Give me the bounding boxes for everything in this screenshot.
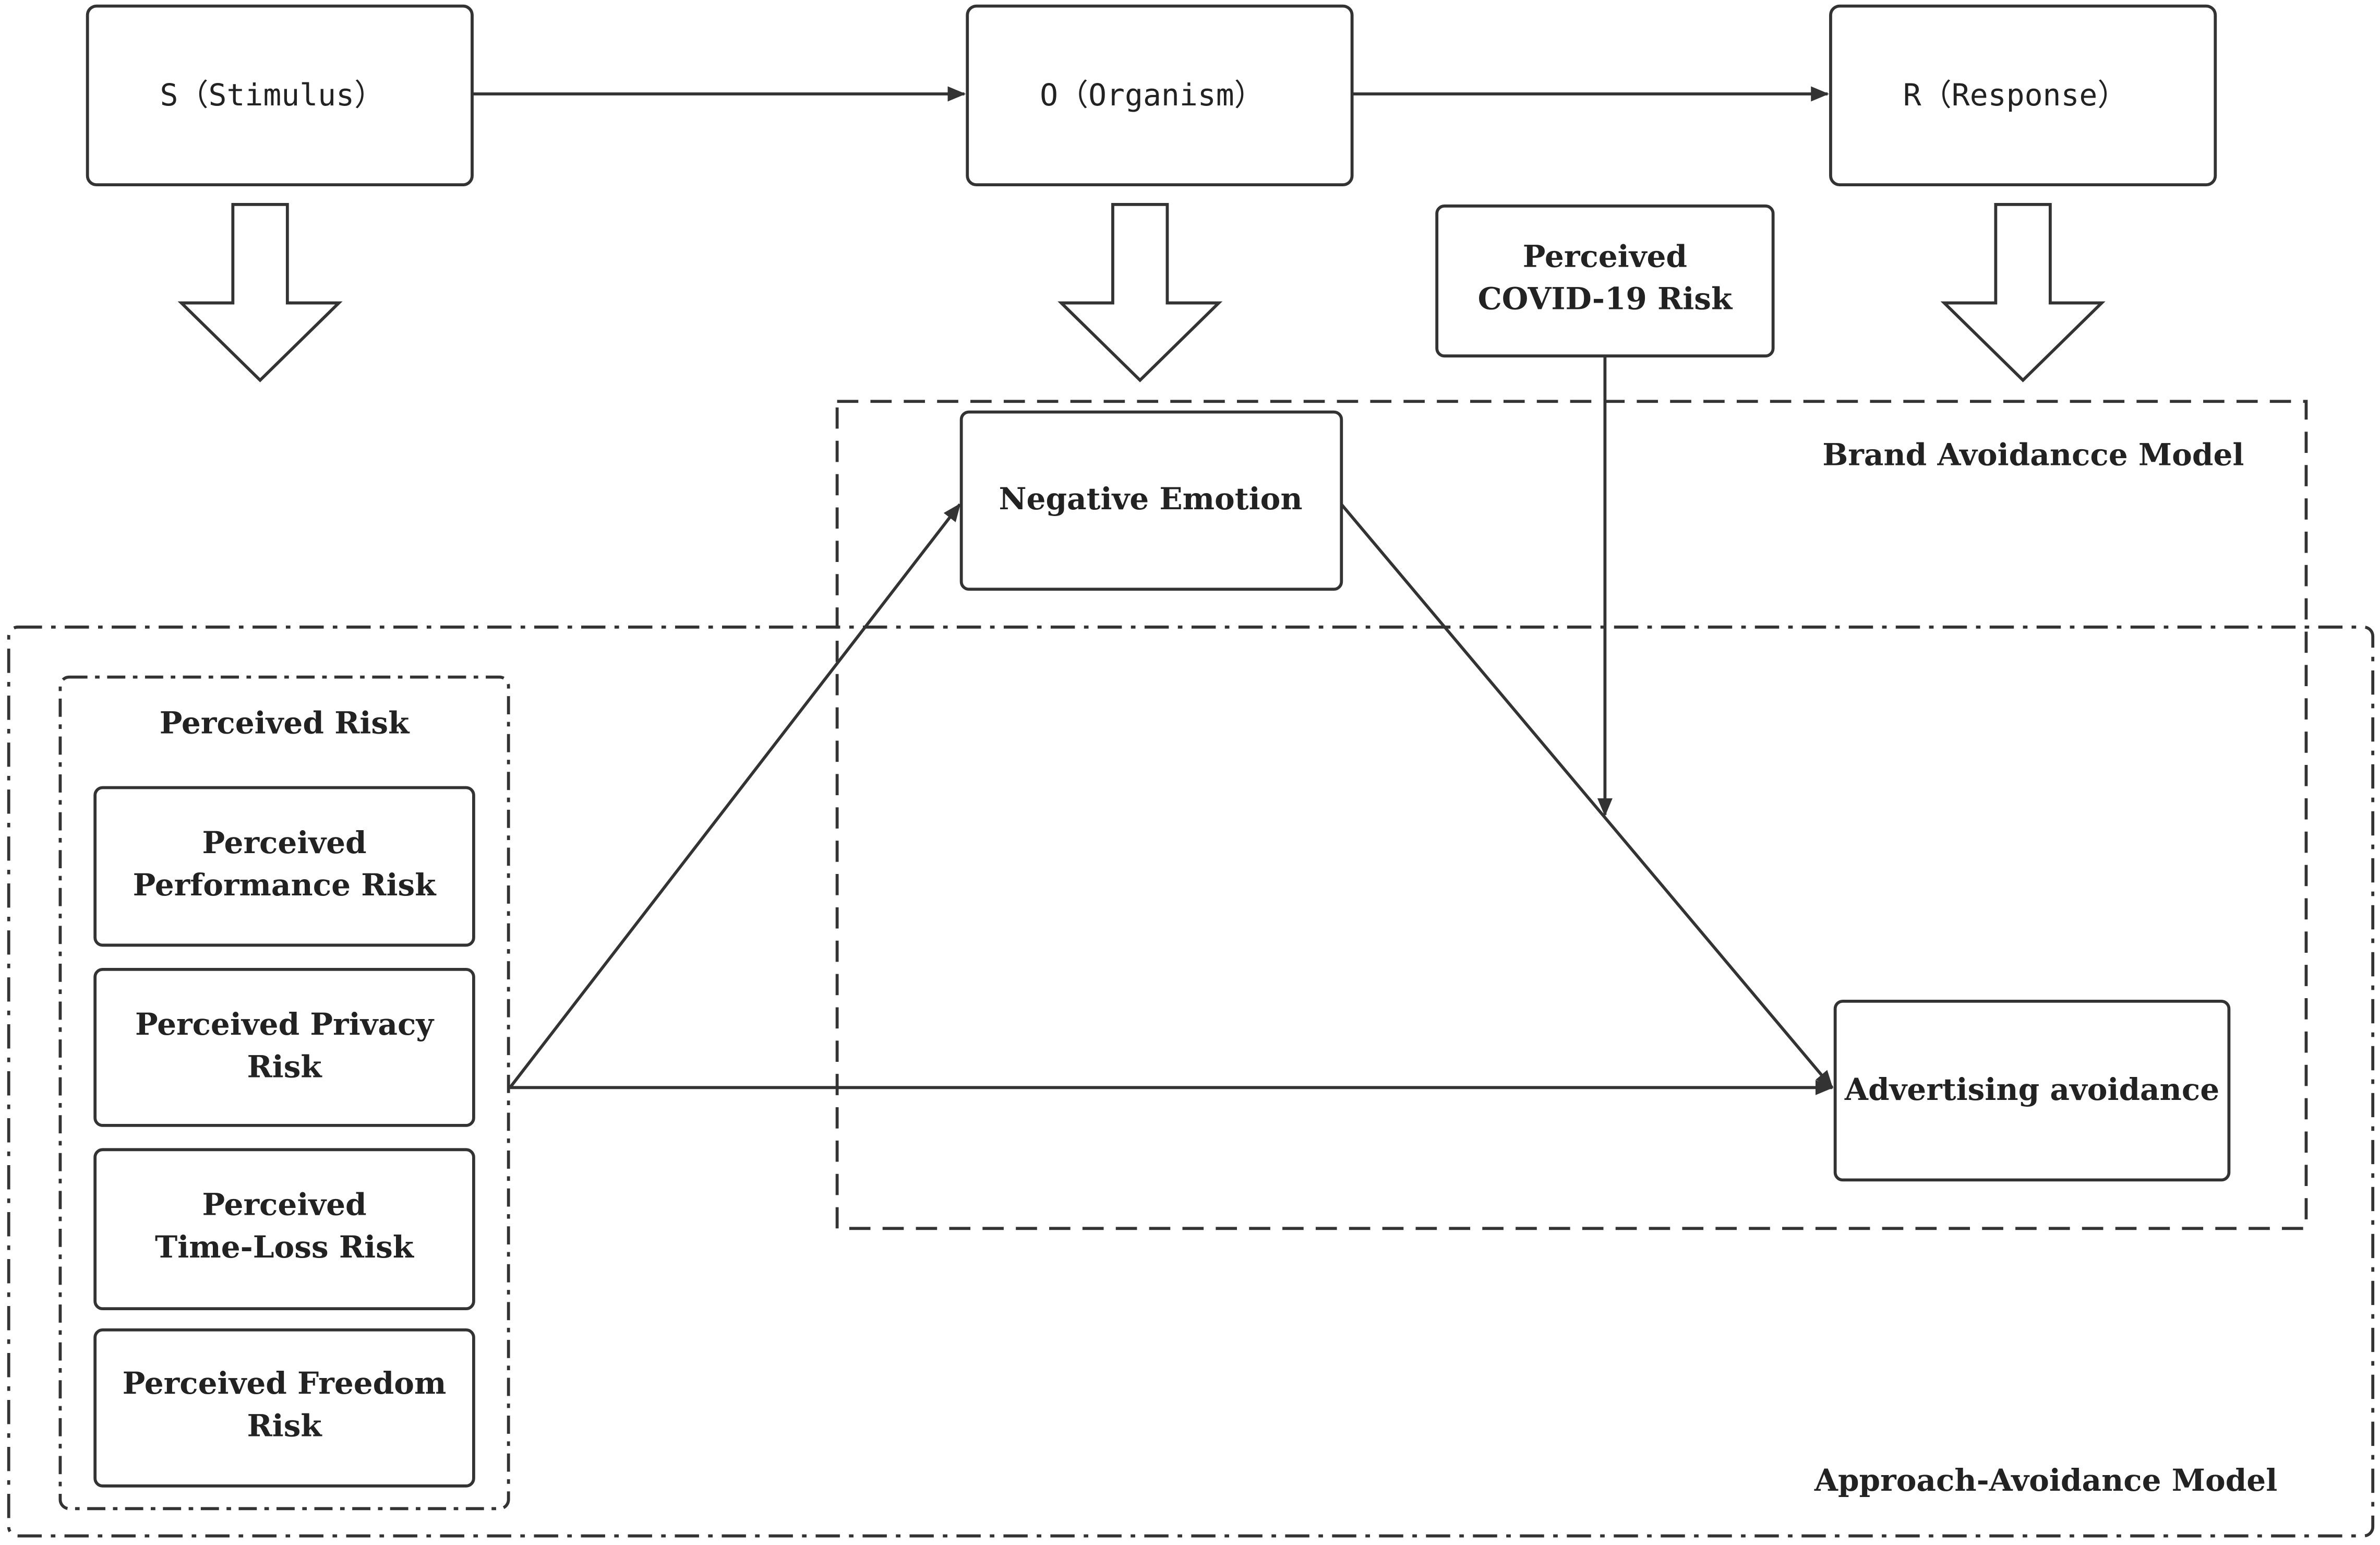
perceived-risk-group [58, 675, 510, 1511]
time-loss-risk-label-line1: Perceived [202, 1187, 366, 1223]
organism-label: O（Organism） [1040, 77, 1265, 113]
response-box [1829, 4, 2217, 187]
freedom-risk-label-line2: Risk [247, 1407, 322, 1443]
performance-risk-label-line1: Perceived [202, 824, 366, 860]
approach-avoidance-model-region [7, 625, 2375, 1538]
freedom-risk-box [93, 1328, 475, 1488]
time-loss-risk-label-line2: Time-Loss Risk [155, 1229, 415, 1265]
negative-emotion-box [959, 410, 1343, 591]
stimulus-down-block-arrow [177, 202, 343, 382]
brand-avoidance-model-region [835, 400, 2308, 1230]
performance-risk-label-line2: Performance Risk [133, 867, 437, 903]
response-down-block-arrow [1940, 202, 2106, 382]
negative-emotion-to-advertising-avoidance-arrow [1340, 503, 1834, 1089]
advertising-avoidance-label: Advertising avoidance [1844, 1071, 2219, 1107]
privacy-risk-label-line1: Perceived Privacy [135, 1006, 435, 1042]
performance-risk-box [93, 786, 475, 947]
organism-box [966, 4, 1354, 187]
covid-risk-label-line1: Perceived [1523, 238, 1687, 274]
brand-avoidance-model-label: Brand Avoidancce Model [1822, 437, 2244, 473]
approach-avoidance-model-label: Approach-Avoidance Model [1814, 1462, 2277, 1498]
time-loss-risk-box [93, 1148, 475, 1311]
negative-emotion-label: Negative Emotion [999, 481, 1302, 517]
privacy-risk-label-line2: Risk [247, 1048, 322, 1084]
risk-to-negative-emotion-arrow [509, 503, 961, 1089]
organism-down-block-arrow [1057, 202, 1223, 382]
freedom-risk-label-line1: Perceived Freedom [123, 1365, 447, 1401]
stimulus-label: S（Stimulus） [160, 77, 385, 113]
response-label: R（Response） [1903, 77, 2128, 113]
stimulus-box [86, 4, 474, 187]
perceived-risk-title: Perceived Risk [160, 705, 410, 741]
privacy-risk-box [93, 967, 475, 1127]
covid-risk-label-line2: COVID-19 Risk [1478, 281, 1733, 317]
advertising-avoidance-box [1833, 999, 2231, 1182]
